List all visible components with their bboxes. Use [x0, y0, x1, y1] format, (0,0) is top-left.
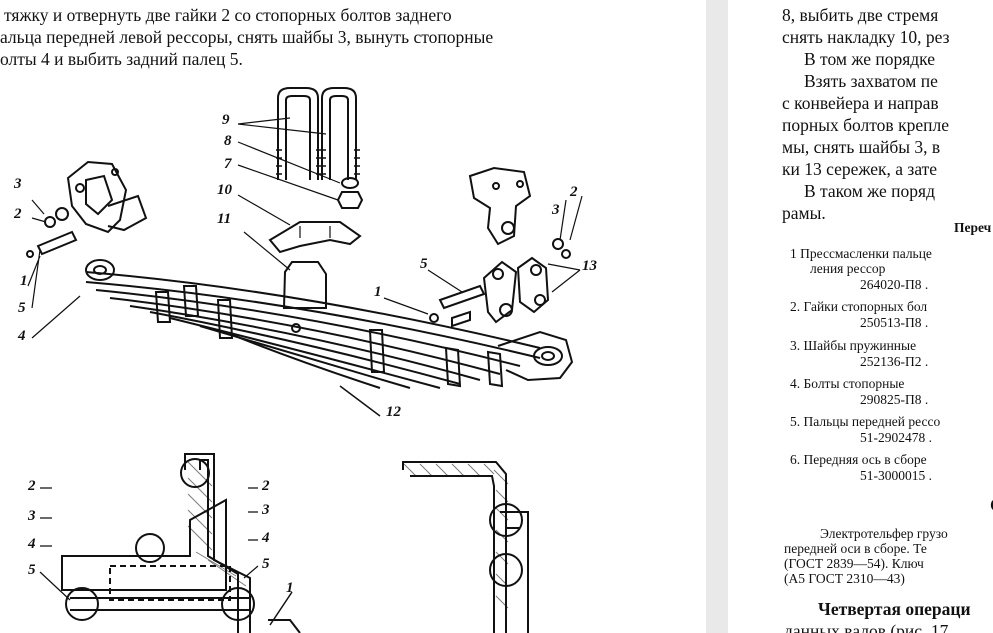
label-12: 12: [386, 404, 401, 420]
left-page: тяжку и отвернуть две гайки 2 со стопорн…: [0, 5, 597, 633]
u-bolt-left: [277, 87, 319, 180]
label-7: 7: [224, 156, 232, 172]
label-3-right: 3: [552, 202, 560, 218]
left-text-line-3: олты 4 и выбить задний палец 5.: [0, 49, 243, 69]
section-label-5-right: 5: [262, 556, 270, 572]
right-text-line-4: Взять захватом пе: [804, 71, 938, 91]
section-label-3-left: 3: [28, 508, 36, 524]
left-text-line-1: тяжку и отвернуть две гайки 2 со стопорн…: [4, 5, 452, 25]
list-item-2-code: 250513-П8 .: [860, 315, 929, 330]
equip-line-4: (А5 ГОСТ 2310—43): [784, 571, 905, 586]
equip-line-3: (ГОСТ 2839—54). Ключ: [784, 556, 924, 571]
right-text-line-7: мы, снять шайбы 3, в: [782, 137, 941, 157]
list-item-1: 1 Прессмасленки пальце: [790, 246, 932, 261]
right-text-line-3: В том же порядке: [804, 49, 935, 69]
u-bolt-right: [321, 87, 357, 180]
list-item-5: 5. Пальцы передней рессо: [790, 414, 941, 429]
list-item-2: 2. Гайки стопорных бол: [790, 299, 928, 314]
section-heading: С: [990, 494, 993, 516]
section-label-5-left: 5: [28, 562, 36, 578]
right-text-line-1: 8, выбить две стремя: [782, 5, 939, 25]
operation-title: Четвертая операци: [818, 599, 971, 619]
right-text-line-6: порных болтов крепле: [782, 115, 949, 135]
section-label-2-left: 2: [28, 478, 36, 494]
list-header: Переч: [954, 220, 992, 235]
right-text-line-5: с конвейера и направ: [782, 93, 939, 113]
section-label-4-right: 4: [262, 530, 270, 546]
section-label-4-left: 4: [28, 536, 36, 552]
equip-line-1: Электротельфер грузо: [820, 526, 948, 541]
section-label-1: 1: [286, 580, 294, 596]
list-item-1-code: 264020-П8 .: [860, 277, 929, 292]
right-text-line-8: ки 13 сережек, а зате: [782, 159, 938, 179]
spring-assembly-drawing: [26, 87, 583, 633]
label-10: 10: [217, 182, 232, 198]
label-11: 11: [217, 211, 232, 227]
list-item-1-cont: ления рессор: [810, 261, 886, 276]
list-item-4-code: 290825-П8 .: [860, 392, 929, 407]
list-item-6-code: 51-3000015 .: [860, 468, 932, 483]
label-5-left: 5: [18, 300, 26, 316]
right-text-line-9: В таком же поряд: [804, 181, 935, 201]
label-2-right: 2: [570, 184, 578, 200]
label-1-left: 1: [20, 273, 28, 289]
list-item-3-code: 252136-П2 .: [860, 354, 929, 369]
label-3-left: 3: [14, 176, 22, 192]
label-4-left: 4: [18, 328, 26, 344]
label-1-right: 1: [374, 284, 382, 300]
right-page: 8, выбить две стремя снять накладку 10, …: [706, 0, 993, 633]
right-text-line-2: снять накладку 10, рез: [782, 27, 950, 47]
label-5-right: 5: [420, 256, 428, 272]
last-line: данных валов (рис. 17: [784, 621, 949, 633]
list-item-5-code: 51-2902478 .: [860, 430, 932, 445]
label-9: 9: [222, 112, 230, 128]
list-item-6: 6. Передняя ось в сборе: [790, 452, 927, 467]
label-13: 13: [582, 258, 597, 274]
equip-line-2: передней оси в сборе. Те: [784, 541, 927, 556]
label-2-left: 2: [14, 206, 22, 222]
list-item-3: 3. Шайбы пружинные: [790, 338, 917, 353]
label-8: 8: [224, 133, 232, 149]
left-text-line-2: альца передней левой рессоры, снять шайб…: [0, 27, 494, 47]
right-text-line-10: рамы.: [782, 203, 826, 223]
list-item-4: 4. Болты стопорные: [790, 376, 905, 391]
section-label-3-right: 3: [262, 502, 270, 518]
section-label-2-right: 2: [262, 478, 270, 494]
